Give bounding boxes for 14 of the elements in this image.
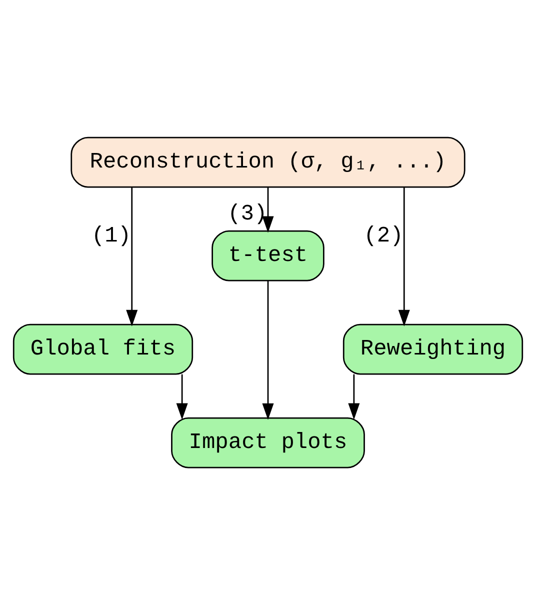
arrow [348,374,360,420]
arrow [262,186,274,232]
edge-label: (1) [91,223,132,248]
node-box: t-test [212,230,324,281]
arrow [262,280,274,420]
arrow [126,186,138,326]
node-box: Reconstruction (σ, g₁, ...) [70,136,466,188]
edge-label: (3) [228,201,268,226]
node-box: Global fits [12,323,194,374]
node-box: Impact plots [171,416,365,468]
arrow [176,374,188,420]
edge-label: (2) [364,223,404,248]
arrow [398,186,410,326]
node-box: Reweighting [342,323,524,374]
